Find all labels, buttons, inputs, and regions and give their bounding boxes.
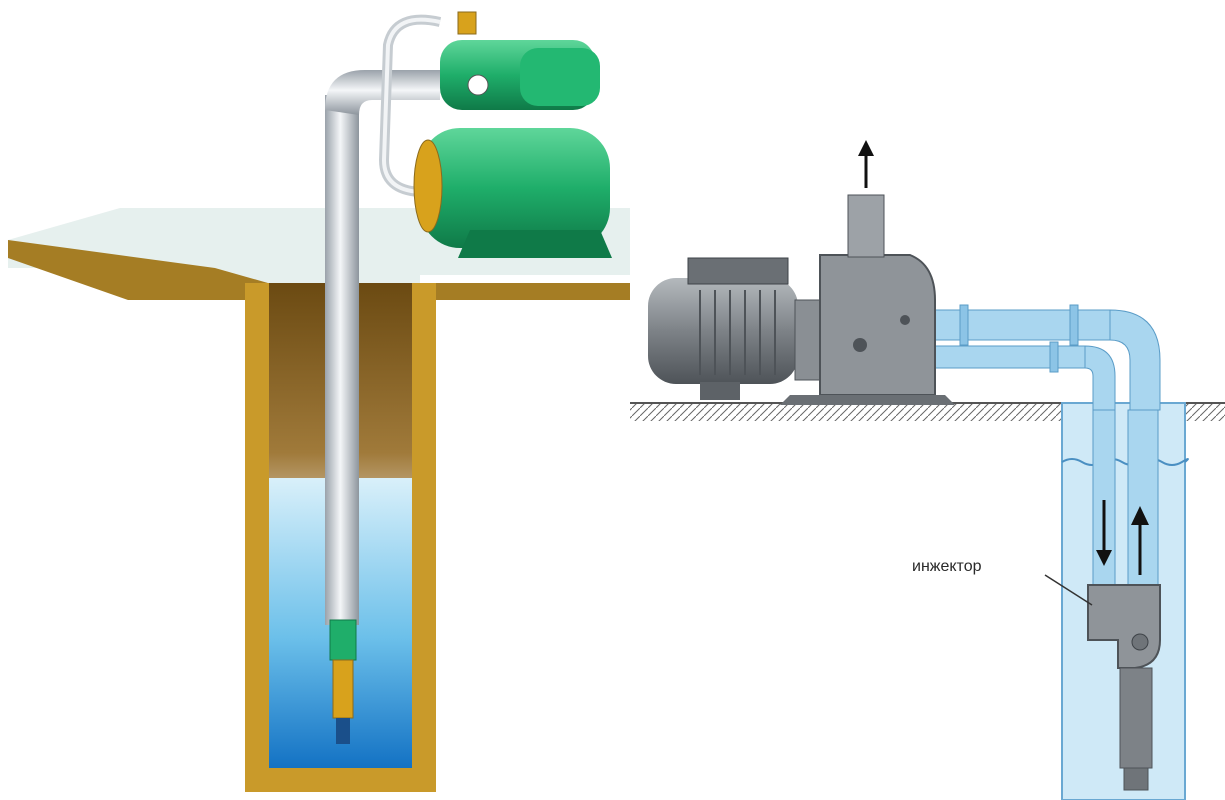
pipe-lower-elbow (1084, 345, 1116, 411)
pressure-tank (420, 128, 610, 248)
pipe-upper-elbow (1109, 309, 1161, 411)
pump-base (780, 395, 955, 405)
injector-nozzle (1131, 633, 1149, 651)
left-well-illustration (8, 11, 630, 792)
pressure-gauge (467, 74, 489, 96)
jet-pump-motor (520, 48, 600, 106)
foot-valve-strainer (336, 718, 350, 744)
arrow-up-icon (858, 140, 874, 188)
injector-strainer (1123, 767, 1149, 791)
foot-valve-brass (332, 659, 354, 719)
ground-slab-front-left (8, 240, 268, 300)
pipe-up-vertical (1127, 409, 1159, 606)
right-injector-illustration (630, 140, 1225, 800)
tank-flange (413, 139, 443, 233)
terminal-box (687, 257, 789, 285)
brass-fitting (457, 11, 477, 35)
ground-hatch-left (630, 403, 1085, 421)
suction-pipe (325, 95, 359, 625)
arrow-up-icon (1131, 506, 1149, 575)
pump-outlet (847, 194, 885, 258)
arrow-down-icon (1096, 500, 1112, 566)
pump-volute (819, 254, 936, 396)
tank-stand (458, 230, 612, 258)
pipe-lower-horizontal (934, 345, 1086, 369)
well-bottom (245, 768, 436, 792)
foot-valve-green (329, 619, 357, 661)
injector-callout-line (1044, 574, 1093, 606)
motor-feet (700, 382, 740, 400)
ground-hatch-right (1185, 403, 1225, 421)
injector-tail (1119, 667, 1153, 769)
well-wall-right (412, 283, 436, 791)
ground-slab-front-right (420, 283, 630, 300)
injector-label: инжектор (912, 558, 982, 575)
motor-fins (699, 290, 776, 375)
well-wall-left (245, 283, 269, 791)
